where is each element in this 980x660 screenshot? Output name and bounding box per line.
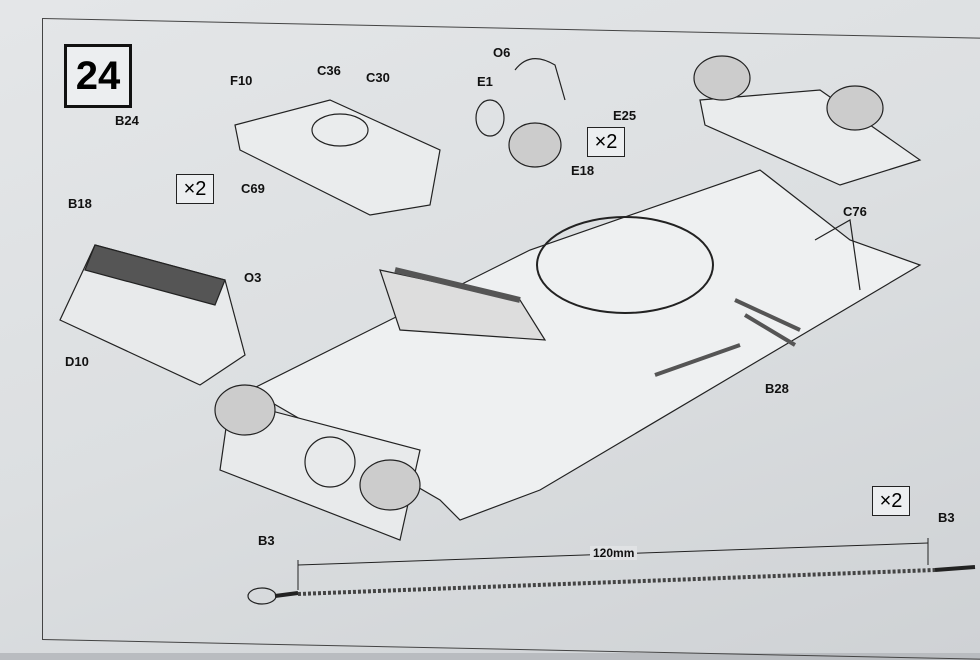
label-c76: C76 — [843, 204, 867, 219]
label-e18: E18 — [571, 163, 595, 178]
label-c69: C69 — [241, 181, 265, 196]
label-o6: O6 — [493, 45, 511, 60]
dimension-label: 120mm — [590, 546, 638, 560]
label-b3-left: B3 — [258, 533, 275, 548]
b28-tracks — [654, 298, 801, 377]
fuel-drum-assembly — [475, 58, 566, 168]
multiplier-b18: ×2 — [176, 174, 214, 204]
label-e25: E25 — [613, 108, 637, 123]
deck-upper-left — [234, 99, 441, 216]
label-f10: F10 — [230, 73, 253, 88]
label-b28: B28 — [765, 381, 789, 396]
c76-parts — [814, 219, 861, 291]
label-d10: D10 — [65, 354, 89, 369]
deck-upper-right — [693, 55, 922, 186]
label-o3: O3 — [244, 270, 262, 285]
label-e1: E1 — [477, 74, 493, 89]
step-number: 24 — [64, 44, 132, 108]
multiplier-e18: ×2 — [587, 127, 625, 157]
multiplier-b3: ×2 — [872, 486, 910, 516]
grille-panel-left — [59, 244, 246, 386]
label-c30: C30 — [366, 70, 390, 85]
label-b3-right: B3 — [938, 510, 955, 525]
drums-lower — [214, 384, 421, 511]
engine-deck-main — [219, 169, 922, 541]
label-c36: C36 — [317, 63, 341, 78]
label-b18: B18 — [68, 196, 92, 211]
label-b24: B24 — [115, 113, 139, 128]
